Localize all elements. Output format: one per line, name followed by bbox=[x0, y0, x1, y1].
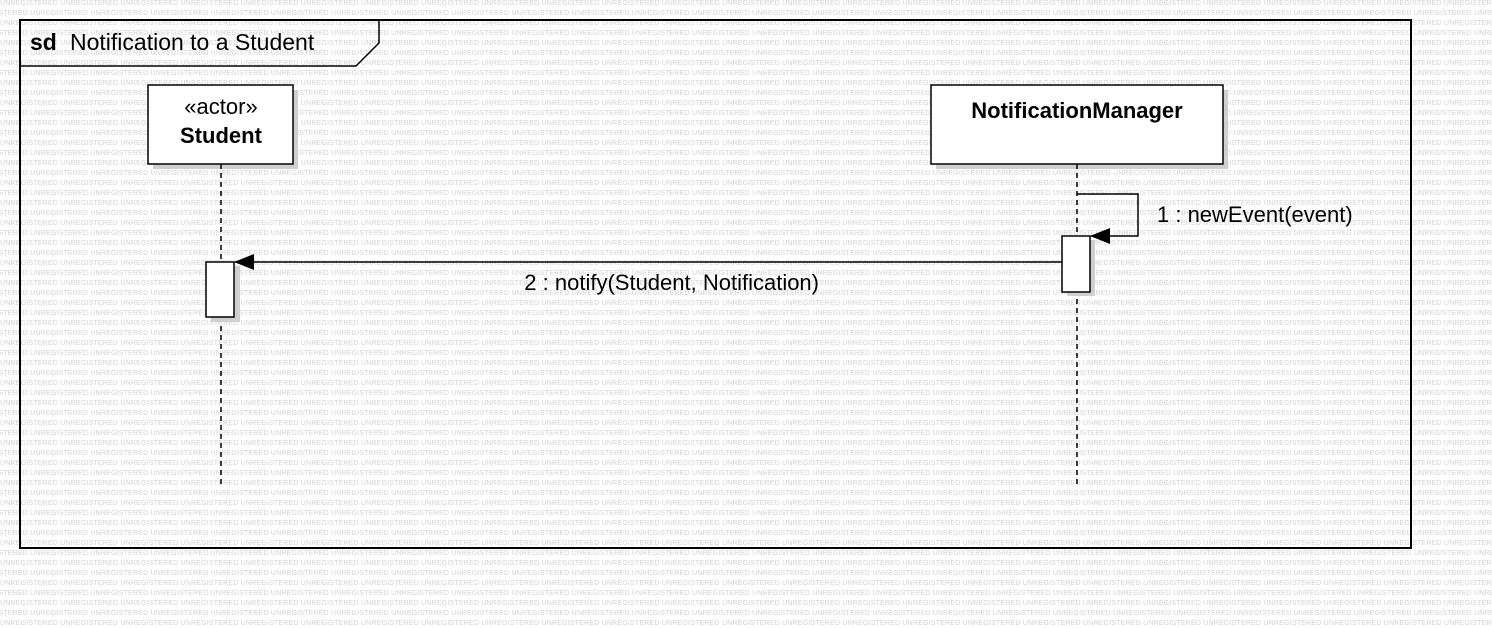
message-label: 2 : notify(Student, Notification) bbox=[524, 270, 819, 295]
message-arrow bbox=[1077, 193, 1139, 244]
message-self-call[interactable]: 1 : newEvent(event) bbox=[1077, 193, 1353, 244]
frame-keyword: sd bbox=[30, 29, 57, 55]
activation-bar bbox=[1061, 235, 1091, 293]
message-notify[interactable]: 2 : notify(Student, Notification) bbox=[234, 254, 1062, 295]
message-label: 1 : newEvent(event) bbox=[1157, 202, 1353, 227]
lifeline-head-box bbox=[930, 84, 1224, 165]
interaction-frame: sd Notification to a Student bbox=[19, 19, 1412, 549]
lifeline-name: Student bbox=[180, 123, 263, 148]
lifeline-name: NotificationManager bbox=[971, 98, 1183, 123]
activation-bar bbox=[205, 261, 235, 318]
lifeline-stereotype: «actor» bbox=[184, 94, 257, 119]
lifeline-student[interactable]: «actor» Student bbox=[147, 84, 298, 485]
frame-title: Notification to a Student bbox=[70, 29, 315, 55]
lifeline-notification-manager[interactable]: NotificationManager bbox=[930, 84, 1228, 485]
frame-title-tab bbox=[20, 20, 380, 67]
